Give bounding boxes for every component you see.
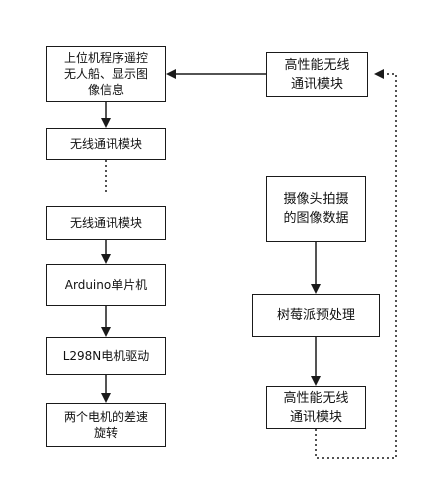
wireless-module-left-top: 无线通讯模块: [46, 128, 166, 160]
wireless-module-right-top: 高性能无线 通讯模块: [266, 52, 368, 97]
upper-pc-box: 上位机程序遥控 无人船、显示图 像信息: [46, 46, 166, 102]
raspberry-box: 树莓派预处理: [252, 294, 380, 337]
wireless-module-left-bottom: 无线通讯模块: [46, 206, 166, 240]
camera-box: 摄像头拍摄 的图像数据: [266, 176, 366, 242]
l298n-box: L298N电机驱动: [46, 337, 166, 375]
motors-box: 两个电机的差速 旋转: [46, 403, 166, 447]
wireless-module-right-bottom: 高性能无线 通讯模块: [266, 386, 366, 429]
arduino-box: Arduino单片机: [46, 264, 166, 306]
